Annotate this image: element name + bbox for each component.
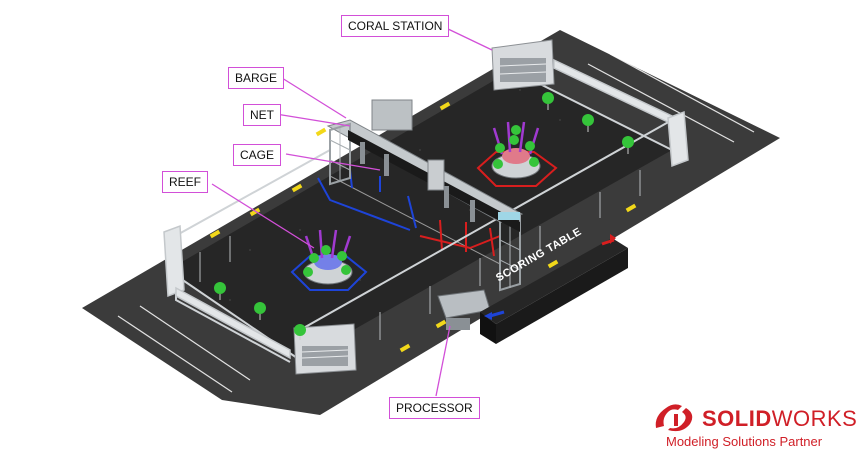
reef-red (476, 121, 558, 187)
callout-cage: CAGE (233, 144, 282, 166)
callout-net: NET (243, 104, 281, 126)
floor-markings (117, 53, 755, 393)
algae-balls (214, 92, 634, 340)
ds-logo-icon (655, 404, 693, 432)
blue-driver-station (163, 224, 291, 360)
carpet-texture (229, 89, 601, 301)
reef-blue (290, 229, 368, 291)
logo-tagline: Modeling Solutions Partner (666, 434, 823, 449)
solidworks-wordmark: SOLIDWORKS (702, 406, 858, 431)
railing-posts (199, 170, 641, 340)
solidworks-logo: SOLIDWORKS Modeling Solutions Partner (652, 398, 857, 458)
callout-coral-station: CORAL STATION (341, 15, 450, 37)
barge-structure (326, 99, 524, 292)
coral-station-far (491, 39, 555, 91)
processor (437, 289, 491, 330)
callout-barge: BARGE (228, 67, 285, 89)
callout-reef: REEF (162, 171, 209, 193)
field-carpet (168, 70, 672, 360)
yellow-markers (209, 101, 637, 353)
leader-lines (211, 27, 493, 397)
callout-processor: PROCESSOR (389, 397, 480, 419)
coral-station-near (293, 323, 357, 375)
red-driver-station (553, 58, 689, 168)
scoring-table (480, 234, 628, 344)
